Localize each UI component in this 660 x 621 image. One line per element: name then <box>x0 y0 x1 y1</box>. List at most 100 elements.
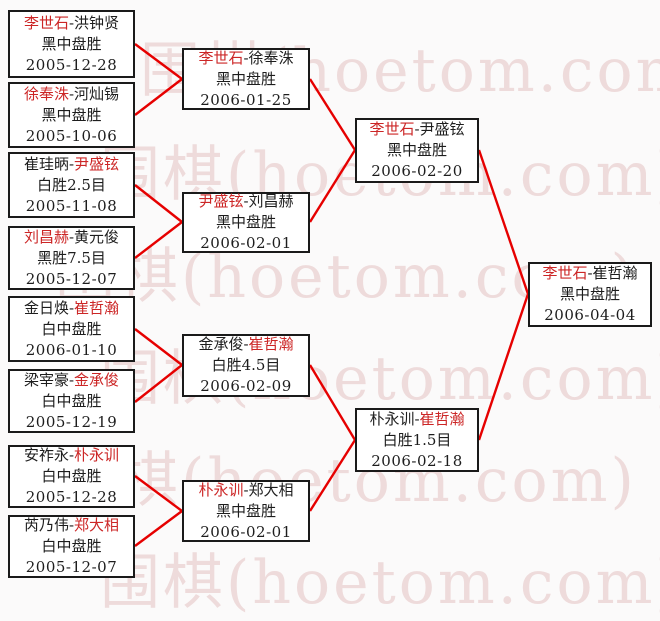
loser-name: 安祚永 <box>23 446 69 464</box>
bracket-connector <box>134 221 183 259</box>
match-result: 白中盘胜 <box>41 391 102 410</box>
bracket-connector <box>477 149 530 295</box>
bracket-connector <box>308 439 357 512</box>
match-date: 2005-12-07 <box>25 558 118 576</box>
match-date: 2006-02-20 <box>371 162 463 180</box>
match-box-r1-7: 安祚永-朴永训 白中盘胜 2005-12-28 <box>8 445 135 508</box>
match-box-r1-6: 梁宰豪-金承俊 白中盘胜 2005-12-19 <box>8 369 135 433</box>
name-separator: - <box>68 516 75 534</box>
winner-name: 李世石 <box>542 264 588 282</box>
bracket-connector <box>308 364 357 441</box>
name-separator: - <box>243 192 249 210</box>
winner-name: 尹盛铉 <box>74 154 120 173</box>
name-separator: - <box>68 298 75 317</box>
bracket-connector <box>134 510 183 547</box>
name-separator: - <box>68 227 75 246</box>
match-box-r2-3: 金承俊-崔哲瀚 白胜4.5目 2006-02-09 <box>182 334 310 397</box>
loser-name: 尹盛铉 <box>419 120 465 138</box>
bracket-connector <box>308 78 357 151</box>
match-result: 黑中盘胜 <box>215 69 276 88</box>
match-date: 2005-12-07 <box>25 269 118 288</box>
bracket-connector <box>477 293 530 441</box>
match-result: 白中盘胜 <box>41 319 102 338</box>
match-date: 2005-12-28 <box>25 488 118 506</box>
match-result: 黑中盘胜 <box>386 141 447 159</box>
winner-name: 郑大相 <box>74 516 120 534</box>
match-box-sf-2: 朴永训-崔哲瀚 白胜1.5目 2006-02-18 <box>355 408 479 472</box>
loser-name: 徐奉洙 <box>248 48 294 67</box>
name-separator: - <box>68 84 75 103</box>
loser-name: 金日焕 <box>23 298 69 317</box>
winner-name: 崔哲瀚 <box>248 335 294 353</box>
match-result: 黑胜7.5目 <box>37 248 106 267</box>
bracket-connector <box>134 475 183 512</box>
winner-name: 朴永训 <box>198 480 244 499</box>
bracket-connector <box>134 184 183 223</box>
name-separator: - <box>68 13 75 32</box>
winner-name: 尹盛铉 <box>198 192 244 210</box>
name-separator: - <box>68 370 75 389</box>
winner-name: 朴永训 <box>74 446 120 464</box>
winner-name: 金承俊 <box>74 370 120 389</box>
name-separator: - <box>243 48 249 67</box>
winner-name: 崔哲瀚 <box>419 409 465 428</box>
bracket-connector <box>134 78 183 116</box>
match-date: 2005-11-08 <box>25 196 118 215</box>
winner-name: 徐奉洙 <box>23 84 69 103</box>
match-date: 2005-12-19 <box>25 412 118 431</box>
match-box-final: 李世石-崔哲瀚 黑中盘胜 2006-04-04 <box>528 262 652 327</box>
name-separator: - <box>243 335 249 353</box>
match-result: 白胜1.5目 <box>382 430 452 449</box>
match-result: 黑中盘胜 <box>215 213 276 231</box>
match-result: 白中盘胜 <box>41 537 102 555</box>
match-result: 黑中盘胜 <box>215 501 276 520</box>
match-box-r1-3: 崔珪昞-尹盛铉 白胜2.5目 2005-11-08 <box>8 152 135 218</box>
match-result: 黑中盘胜 <box>559 285 620 303</box>
match-date: 2006-02-09 <box>200 377 292 395</box>
match-box-sf-1: 李世石-尹盛铉 黑中盘胜 2006-02-20 <box>355 118 479 183</box>
match-result: 白胜4.5目 <box>211 356 281 374</box>
match-box-r1-1: 李世石-洪钟贤 黑中盘胜 2005-12-28 <box>8 10 135 78</box>
loser-name: 金承俊 <box>198 335 244 353</box>
match-box-r1-5: 金日焕-崔哲瀚 白中盘胜 2006-01-10 <box>8 296 135 362</box>
loser-name: 芮乃伟 <box>23 516 69 534</box>
name-separator: - <box>414 120 420 138</box>
match-box-r1-8: 芮乃伟-郑大相 白中盘胜 2005-12-07 <box>8 515 135 578</box>
name-separator: - <box>587 264 593 282</box>
match-date: 2005-12-28 <box>25 55 118 74</box>
name-separator: - <box>68 446 75 464</box>
match-box-r1-4: 刘昌赫-黄元俊 黑胜7.5目 2005-12-07 <box>8 226 135 290</box>
loser-name: 黄元俊 <box>74 227 120 246</box>
match-result: 黑中盘胜 <box>41 105 102 124</box>
match-result: 白中盘胜 <box>41 467 102 485</box>
match-date: 2005-10-06 <box>25 126 118 145</box>
winner-name: 李世石 <box>23 13 69 32</box>
loser-name: 崔珪昞 <box>23 154 69 173</box>
match-date: 2006-04-04 <box>544 306 636 324</box>
bracket-connector <box>134 328 183 366</box>
match-box-r2-1: 李世石-徐奉洙 黑中盘胜 2006-01-25 <box>182 48 310 110</box>
loser-name: 河灿锡 <box>74 84 120 103</box>
loser-name: 刘昌赫 <box>248 192 294 210</box>
match-box-r1-2: 徐奉洙-河灿锡 黑中盘胜 2005-10-06 <box>8 82 135 148</box>
loser-name: 崔哲瀚 <box>592 264 638 282</box>
name-separator: - <box>243 480 249 499</box>
match-result: 白胜2.5目 <box>37 175 106 194</box>
match-date: 2006-02-18 <box>371 451 463 470</box>
match-result: 黑中盘胜 <box>41 34 102 53</box>
match-date: 2006-02-01 <box>200 522 292 541</box>
match-date: 2006-02-01 <box>200 234 292 252</box>
winner-name: 李世石 <box>198 48 244 67</box>
name-separator: - <box>68 154 75 173</box>
loser-name: 洪钟贤 <box>74 13 120 32</box>
loser-name: 郑大相 <box>248 480 294 499</box>
bracket-connectors <box>134 43 530 547</box>
winner-name: 李世石 <box>369 120 415 138</box>
match-box-r2-2: 尹盛铉-刘昌赫 黑中盘胜 2006-02-01 <box>182 192 310 253</box>
match-date: 2006-01-10 <box>25 340 118 359</box>
match-date: 2006-01-25 <box>200 90 292 109</box>
bracket-connector <box>134 43 183 80</box>
loser-name: 朴永训 <box>369 409 415 428</box>
winner-name: 刘昌赫 <box>23 227 69 246</box>
match-box-r2-4: 朴永训-郑大相 黑中盘胜 2006-02-01 <box>182 480 310 542</box>
